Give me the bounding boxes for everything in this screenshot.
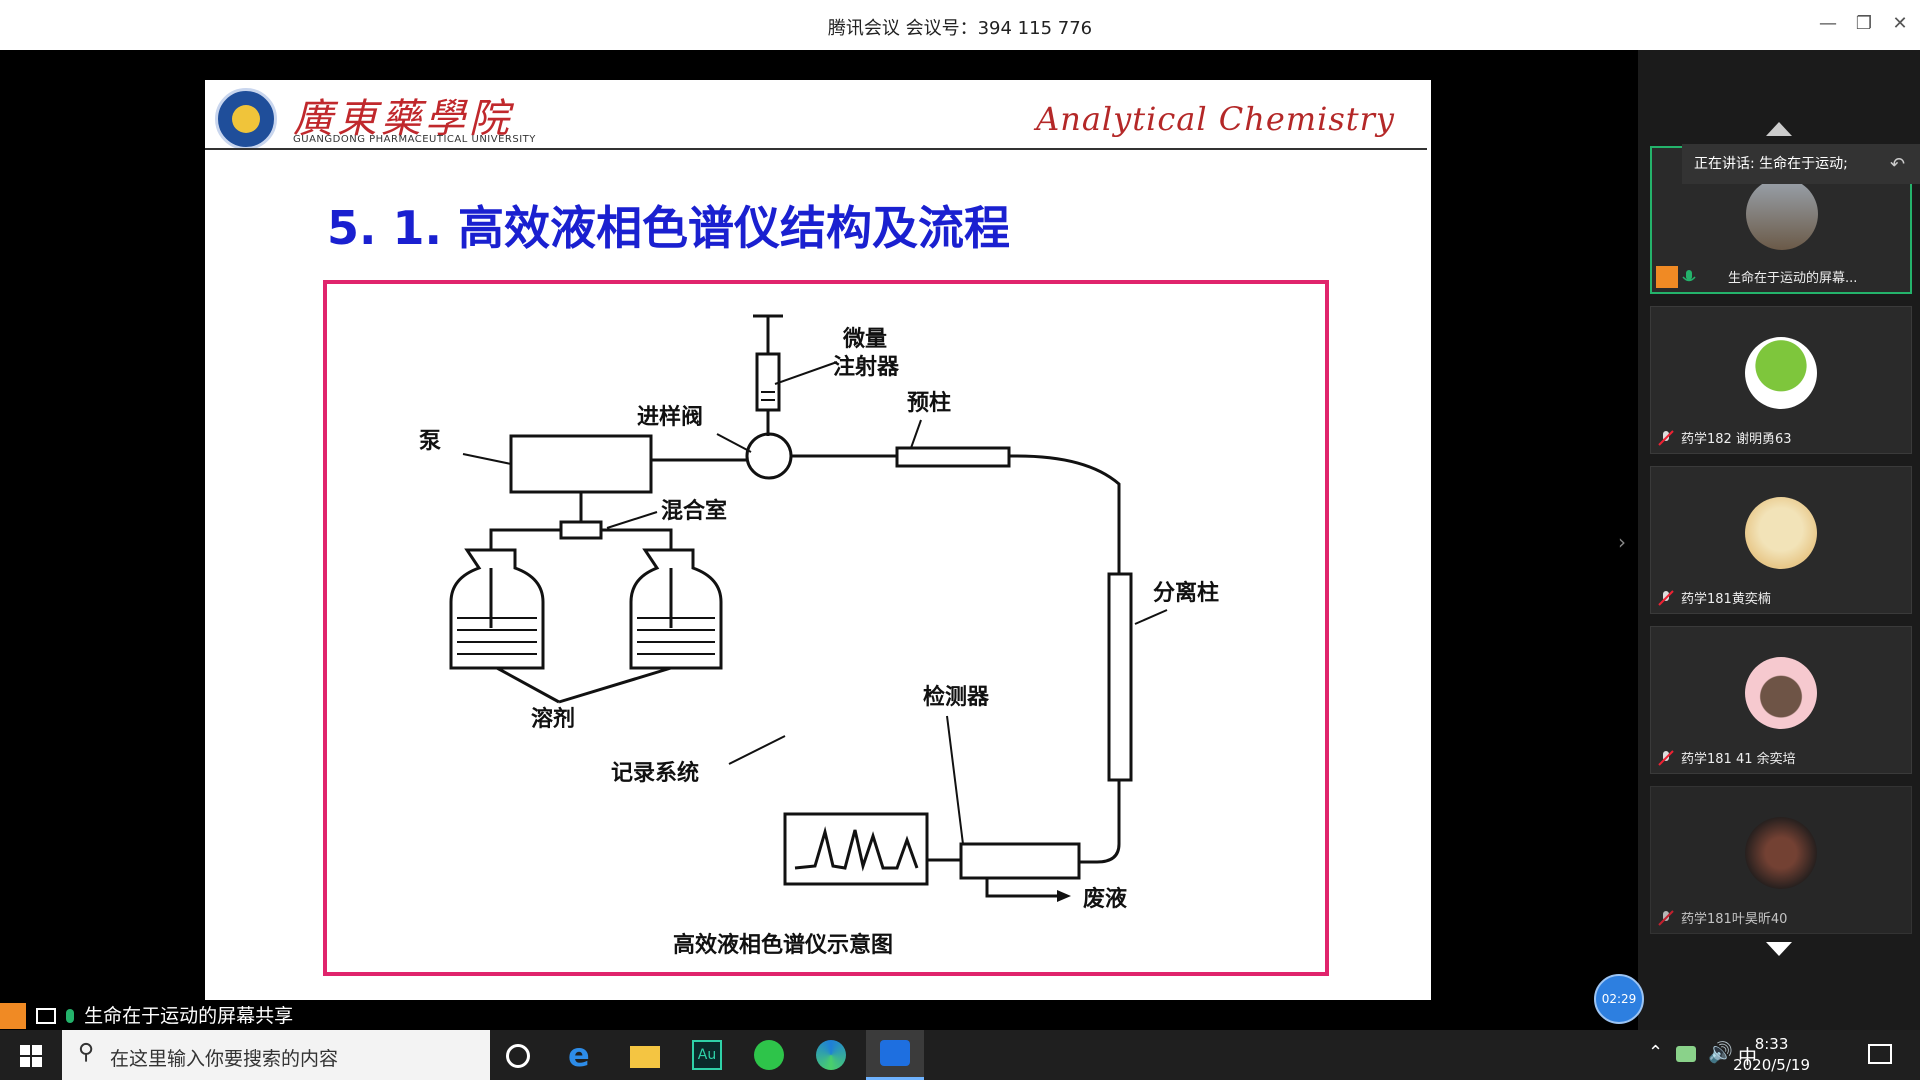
university-name-en: GUANGDONG PHARMACEUTICAL UNIVERSITY [293,134,536,145]
participant-name: 药学182 谢明勇63 [1681,432,1792,447]
shared-screen-area: 廣東藥學院 GUANGDONG PHARMACEUTICAL UNIVERSIT… [0,50,1638,1030]
search-placeholder: 在这里输入你要搜索的内容 [110,1048,339,1070]
label-pump: 泵 [419,428,441,454]
volume-icon[interactable]: 🔊 [1708,1040,1733,1064]
windows-start-icon[interactable] [20,1045,42,1067]
label-injection-valve: 进样阀 [637,404,703,430]
avatar [1745,817,1817,889]
mic-muted-icon [1658,430,1674,446]
screen-share-label: 生命在于运动的屏幕共享 [84,1004,294,1027]
restore-icon[interactable]: ❐ [1855,13,1873,34]
participant-tile[interactable]: 药学181叶昊昕40 [1650,786,1912,934]
avatar [1745,657,1817,729]
header-divider [205,148,1427,150]
timer-text: 02:29 [1601,992,1637,1006]
scroll-up-icon[interactable] [1766,122,1792,136]
mic-active-icon [1682,270,1696,282]
avatar [1745,337,1817,409]
notification-center-icon[interactable] [1868,1044,1892,1064]
course-title: Analytical Chemistry [1036,100,1395,138]
tencent-meeting-icon [880,1040,910,1066]
speaking-indicator: 正在讲话: 生命在于运动; [1682,144,1920,184]
mic-active-icon [66,1008,75,1023]
screen-share-icon [36,1007,57,1024]
participant-name: 药学181叶昊昕40 [1681,912,1788,927]
screen-share-banner: 生命在于运动的屏幕共享 [0,1000,600,1030]
participant-name: 生命在于运动的屏幕... [1728,271,1858,286]
scroll-down-icon[interactable] [1766,942,1792,956]
wechat-icon[interactable] [754,1040,784,1070]
label-waste: 废液 [1083,886,1127,912]
hplc-schematic: 微量 注射器 进样阀 预柱 泵 混合室 分离柱 溶剂 检测器 记录系统 废液 高… [419,314,1219,958]
avatar [1745,497,1817,569]
participant-name: 药学181 41 余奕培 [1681,752,1796,767]
edge-browser-icon[interactable]: e [568,1036,590,1074]
label-separation-column: 分离柱 [1153,580,1219,606]
reply-icon[interactable]: ↶ [1890,154,1906,175]
diagram-caption: 高效液相色谱仪示意图 [673,932,893,958]
file-explorer-icon[interactable] [630,1046,660,1068]
collapse-sidebar-icon[interactable]: › [1618,530,1626,554]
label-mixing-chamber: 混合室 [661,498,727,524]
participant-tile[interactable]: 药学181 41 余奕培 [1650,626,1912,774]
label-detector: 检测器 [923,684,990,710]
participant-tile[interactable]: 药学181黄奕楠 [1650,466,1912,614]
host-badge-icon [0,1002,26,1029]
ime-indicator[interactable]: 中 [1738,1046,1758,1068]
avatar [1746,178,1818,250]
label-syringe-line1: 微量 [842,326,887,352]
university-name-cn: 廣東藥學院 [293,96,513,142]
label-syringe-line2: 注射器 [833,354,900,380]
search-icon: ⚲ [78,1040,95,1065]
close-icon[interactable]: ✕ [1892,13,1908,34]
taskbar-clock[interactable]: 8:33 2020/5/19 [1733,1034,1810,1076]
hplc-diagram: 微量 注射器 进样阀 预柱 泵 混合室 分离柱 溶剂 检测器 记录系统 废液 高… [323,280,1329,976]
clock-date: 2020/5/19 [1733,1056,1810,1074]
presentation-slide: 廣東藥學院 GUANGDONG PHARMACEUTICAL UNIVERSIT… [205,80,1431,1000]
meeting-titlebar: 腾讯会议 会议号：394 115 776 — ❐ ✕ [0,0,1920,51]
participant-name: 药学181黄奕楠 [1681,592,1771,607]
network-icon[interactable] [1676,1046,1696,1062]
university-logo-icon [215,88,277,150]
mic-muted-icon [1658,590,1674,606]
taskbar-search-box[interactable]: ⚲ 在这里输入你要搜索的内容 [62,1030,490,1080]
meeting-title: 腾讯会议 会议号：394 115 776 [827,18,1093,39]
mic-muted-icon [1658,910,1674,926]
mic-muted-icon [1658,750,1674,766]
tray-chevron-icon[interactable]: ⌃ [1648,1042,1664,1063]
task-view-icon[interactable] [506,1044,530,1068]
host-badge-icon [1656,266,1678,288]
edge-beta-icon[interactable] [816,1040,846,1070]
participant-sidebar: 生命在于运动的屏幕... 正在讲话: 生命在于运动; ↶ 药学182 谢明勇63… [1638,50,1920,1030]
slide-heading: 5. 1. 高效液相色谱仪结构及流程 [327,201,1010,255]
participant-tile[interactable]: 药学182 谢明勇63 [1650,306,1912,454]
label-precolumn: 预柱 [907,390,951,416]
tencent-meeting-taskbar-button[interactable] [866,1030,924,1080]
audition-app-icon[interactable]: Au [692,1040,722,1070]
meeting-timer[interactable]: 02:29 [1594,974,1644,1024]
clock-time: 8:33 [1754,1035,1789,1053]
label-recorder: 记录系统 [611,760,699,786]
windows-taskbar: ⚲ 在这里输入你要搜索的内容 e Au ⌃ 🔊 中 8:33 2020/5/19 [0,1030,1920,1080]
minimize-icon[interactable]: — [1819,13,1837,34]
label-solvent: 溶剂 [531,706,575,732]
